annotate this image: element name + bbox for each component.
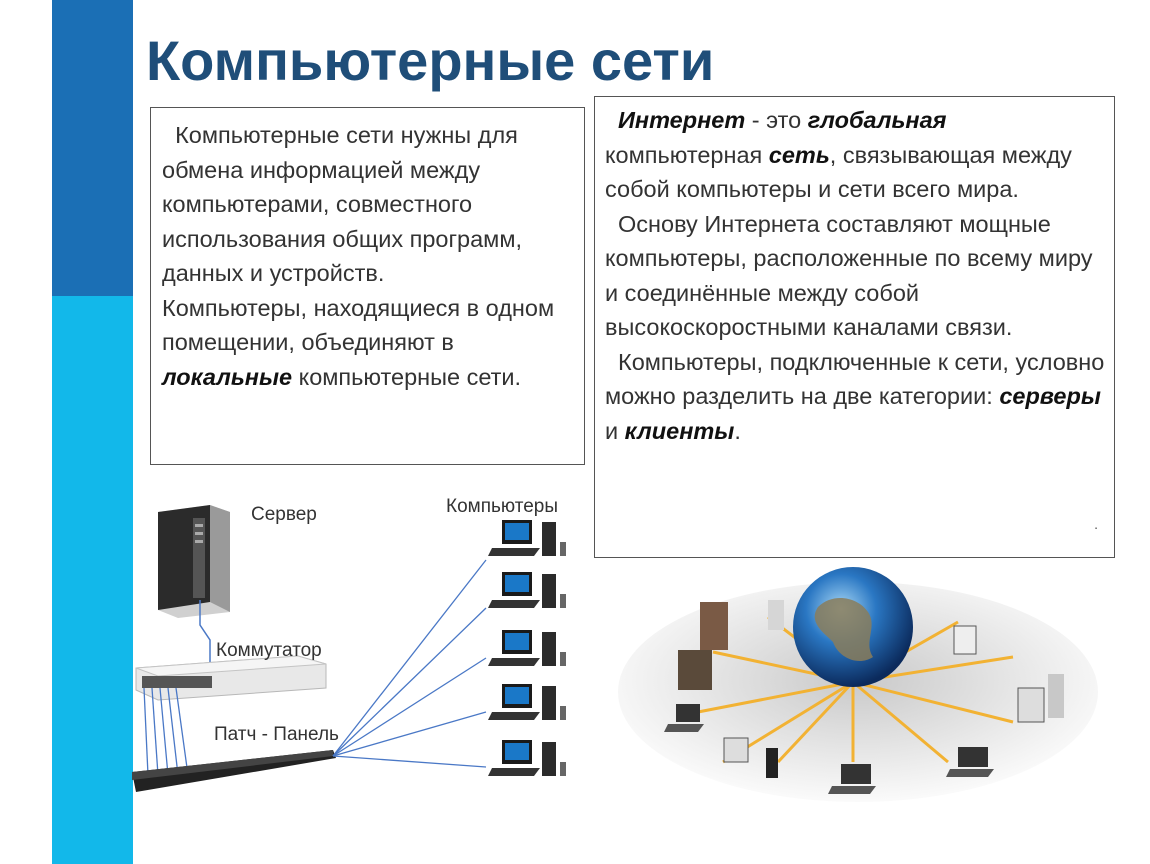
text-inline: . xyxy=(734,417,741,444)
internet-textbox: Интернет - это глобальная компьютерная с… xyxy=(594,96,1115,558)
text-inline: - это xyxy=(745,107,808,133)
term-servers: серверы xyxy=(999,383,1101,409)
label-server: Сервер xyxy=(251,504,317,525)
laptop-icon xyxy=(664,704,994,794)
term-clients: клиенты xyxy=(624,417,735,444)
computer-icon xyxy=(488,684,566,720)
local-networks-textbox: Компьютерные сети нужны для обмена инфор… xyxy=(150,107,585,465)
server-rack-icon xyxy=(678,602,728,690)
term-global: глобальная xyxy=(807,107,947,133)
internet-definition: Интернет - это глобальная компьютерная с… xyxy=(605,103,1108,207)
text-inline: Компьютеры, подключенные к сети, условно… xyxy=(605,348,1105,410)
internet-globe-illustration xyxy=(618,567,1098,802)
slide-title: Компьютерные сети xyxy=(146,29,715,92)
text-purpose: Компьютерные сети нужны для обмена инфор… xyxy=(162,122,529,286)
computer-icon xyxy=(488,572,566,608)
internet-categories: Компьютеры, подключенные к сети, условно… xyxy=(605,345,1108,449)
computer-icon xyxy=(488,630,566,666)
computer-cables xyxy=(332,559,487,768)
text-inline: , связывающая между собой компьютеры и с… xyxy=(605,141,1072,203)
label-patch-panel: Патч - Панель xyxy=(214,724,339,745)
desktop-icon xyxy=(723,600,1064,778)
label-computers: Компьютеры xyxy=(446,496,558,517)
text-local: Компьютеры, находящиеся в одном помещени… xyxy=(162,294,561,356)
computer-icon xyxy=(488,520,566,556)
corner-mark: . xyxy=(1094,515,1098,532)
text-inline: и xyxy=(605,417,625,444)
text-inline: компьютерная xyxy=(605,141,769,168)
local-network-diagram: Сервер Компьютеры Коммутатор Патч - Пане… xyxy=(132,496,566,792)
switch-icon xyxy=(135,655,327,701)
computer-icon xyxy=(488,740,566,776)
internet-basis: Основу Интернета составляют мощные компь… xyxy=(605,210,1093,341)
term-network: сеть xyxy=(768,141,830,168)
local-networks-text: Компьютерные сети нужны для обмена инфор… xyxy=(162,118,574,394)
patch-panel-icon xyxy=(132,750,336,792)
label-switch: Коммутатор xyxy=(216,640,322,661)
decor-bar-light xyxy=(52,296,133,864)
switch-patch-cables xyxy=(143,687,189,776)
server-icon xyxy=(158,505,230,618)
term-internet: Интернет xyxy=(618,107,746,133)
server-cable xyxy=(199,600,211,682)
term-local: локальные xyxy=(162,363,293,390)
text-local-end: компьютерные сети. xyxy=(292,363,522,390)
decor-bar-dark xyxy=(52,0,133,296)
